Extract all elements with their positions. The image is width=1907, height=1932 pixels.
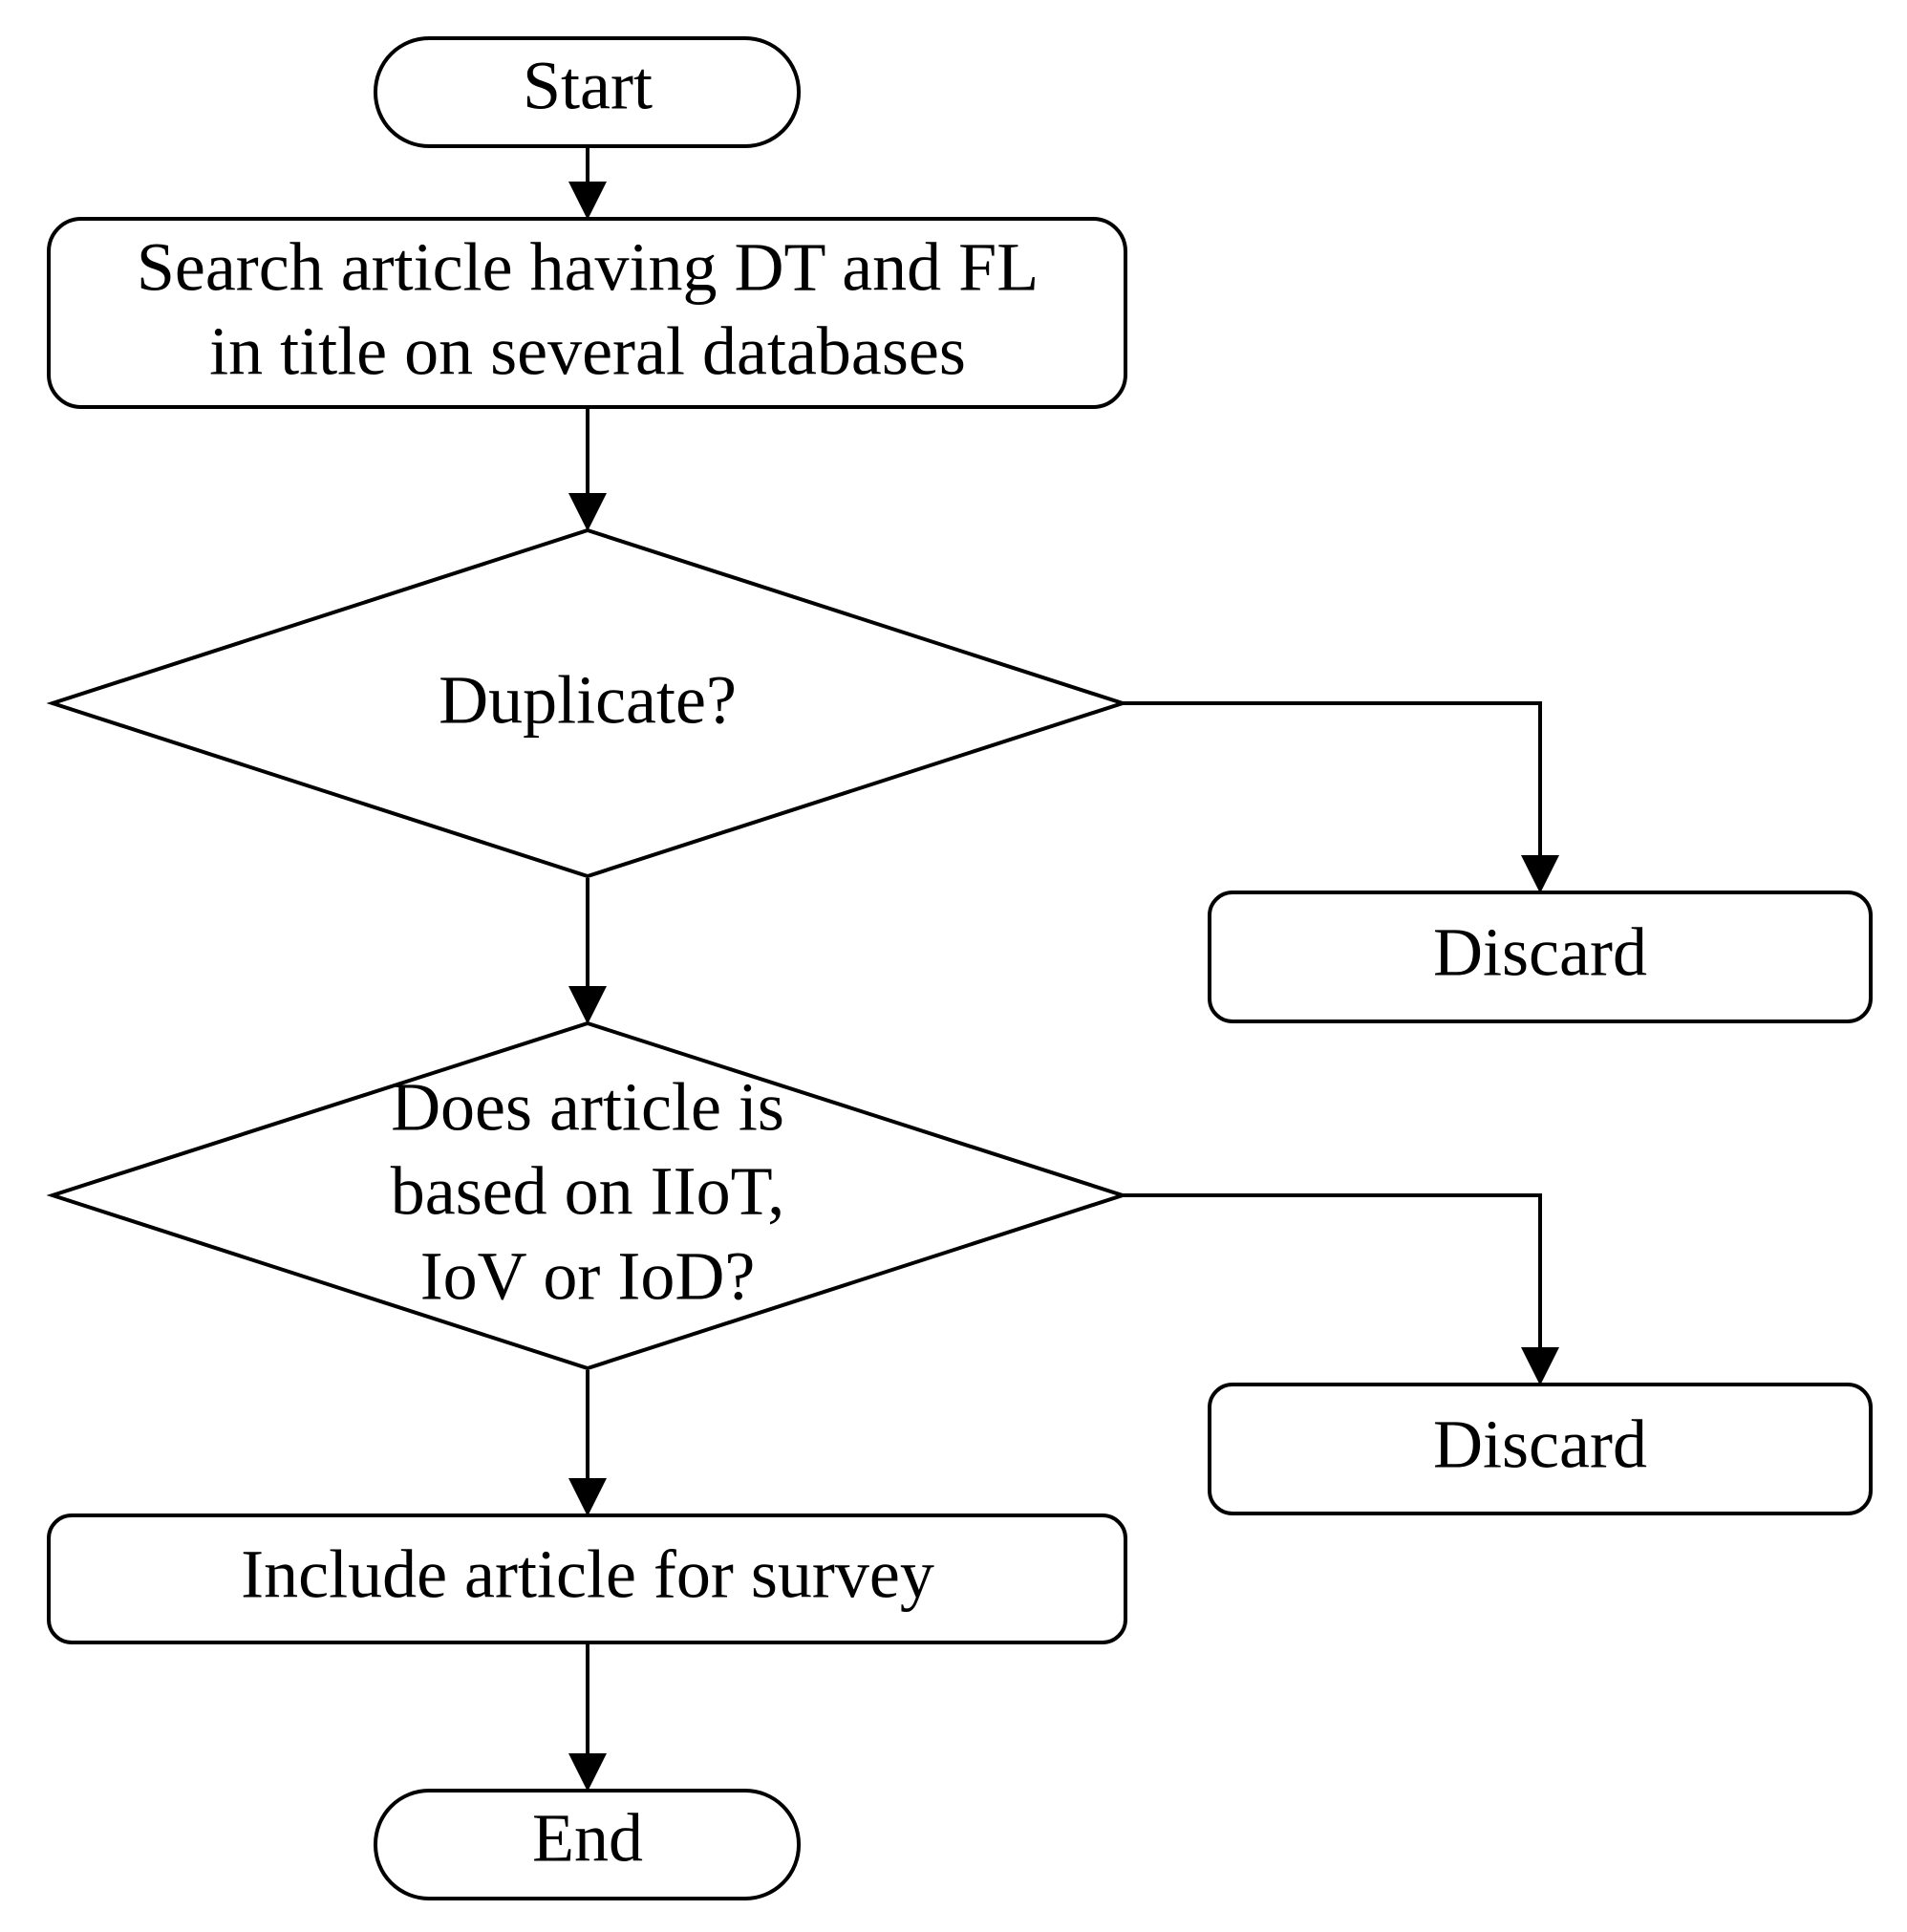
discard-duplicate-label: Discard: [1433, 914, 1647, 991]
discard-domain-process: [1208, 1383, 1873, 1515]
discard-duplicate-process: [1208, 891, 1873, 1023]
include-process: [47, 1513, 1127, 1644]
duplicate-label: Duplicate?: [439, 662, 737, 739]
start-label: Start: [523, 48, 653, 124]
domain-label-line1: Does article is: [391, 1069, 784, 1146]
domain-label-line3: IoV or IoD?: [420, 1238, 756, 1315]
domain-decision: [46, 1020, 1129, 1371]
connector-domain-to-discard: [1123, 1193, 1559, 1385]
start-terminal: [374, 36, 801, 148]
search-label-line1: Search article having DT and FL: [137, 229, 1039, 306]
search-process: [47, 217, 1127, 409]
discard-domain-label: Discard: [1433, 1406, 1647, 1483]
end-terminal: [374, 1789, 801, 1900]
duplicate-decision: [46, 527, 1129, 879]
domain-label-line2: based on IIoT,: [391, 1153, 785, 1230]
search-label-line2: in title on several databases: [209, 313, 966, 390]
include-label: Include article for survey: [241, 1536, 934, 1613]
connector-duplicate-to-discard: [1123, 701, 1559, 893]
end-label: End: [532, 1800, 643, 1877]
